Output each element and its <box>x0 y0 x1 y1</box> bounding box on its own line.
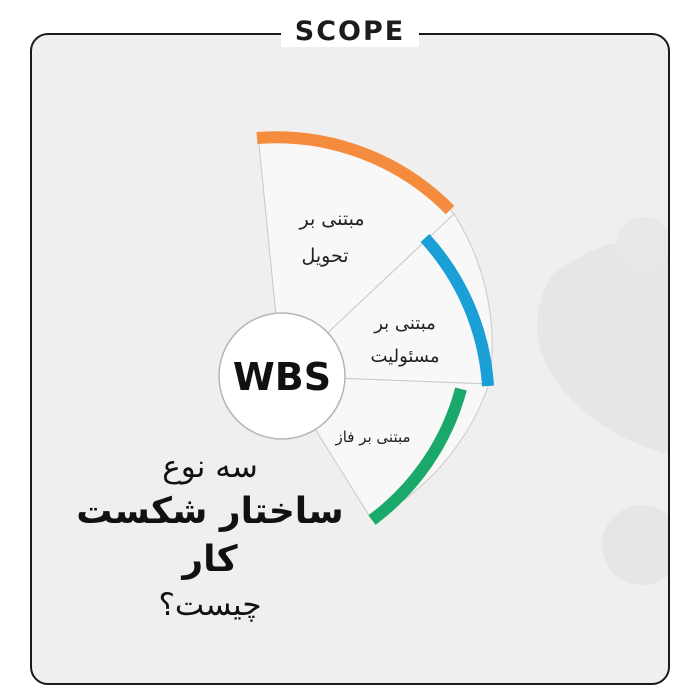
headline-line2: ساختار شکست کار <box>76 491 344 580</box>
wbs-center-circle <box>218 312 346 440</box>
segment-phase-arc <box>368 387 467 525</box>
segment-responsibility-line2: مسئولیت <box>370 346 439 367</box>
segment-deliverable-line1: مبتنی بر <box>298 208 364 230</box>
logo-text: SCOPE <box>280 15 420 47</box>
segment-deliverable-arc <box>256 131 455 215</box>
logo: SCOPE <box>0 8 700 54</box>
headline-line3: چیست؟ <box>158 587 262 623</box>
segment-deliverable-line2: تحویل <box>301 245 348 267</box>
card-frame <box>30 33 670 685</box>
background-blobs <box>537 217 668 585</box>
segment-responsibility-line1: مبتنی بر <box>373 313 436 334</box>
segment-phase-line1: مبتنی بر فاز <box>334 428 410 446</box>
wbs-center-label: WBS <box>233 355 331 399</box>
headline: سه نوع ساختار شکست کار چیست؟ <box>60 446 360 626</box>
headline-line1: سه نوع <box>162 449 258 485</box>
segment-responsibility-arc <box>420 233 494 387</box>
